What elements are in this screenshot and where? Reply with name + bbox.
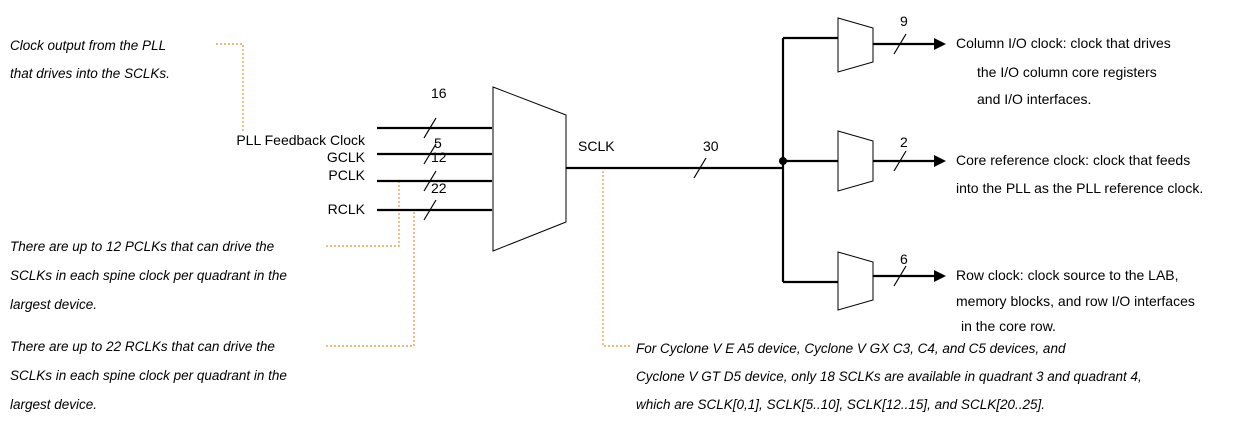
core-width: 2 xyxy=(900,134,908,150)
sclk-label: SCLK xyxy=(578,138,615,154)
note-pclk: There are up to 12 PCLKs that can drive … xyxy=(10,239,287,312)
sclk-multiplexer xyxy=(492,86,567,252)
note-pll-output-line-2: that drives into the SCLKs. xyxy=(10,66,170,81)
sclk-width: 30 xyxy=(703,138,719,154)
input-labels: GCLK PLL Feedback Clock PCLK RCLK xyxy=(236,132,366,217)
leader-sclk xyxy=(602,168,630,347)
note-rclk-line-3: largest device. xyxy=(10,397,97,412)
input-label-pll-feedback: PLL Feedback Clock xyxy=(236,132,366,148)
column-desc-line-3: and I/O interfaces. xyxy=(977,91,1091,107)
note-rclk-line-1: There are up to 22 RCLKs that can drive … xyxy=(10,339,275,354)
note-sclk: For Cyclone V E A5 device, Cyclone V GX … xyxy=(636,341,1142,412)
bus-width-gclk: 16 xyxy=(431,85,447,101)
note-pclk-line-2: SCLKs in each spine clock per quadrant i… xyxy=(10,268,287,283)
core-desc-line-1: Core reference clock: clock that feeds xyxy=(956,152,1190,168)
row-desc-line-1: Row clock: clock source to the LAB, xyxy=(956,267,1179,283)
core-arrowhead xyxy=(934,155,946,167)
output-core-reference: 2 Core reference clock: clock that feeds… xyxy=(783,130,1203,196)
bus-slash-rclk xyxy=(423,199,437,221)
leader-pclk xyxy=(326,182,400,247)
callout-leaders xyxy=(216,43,630,347)
column-width: 9 xyxy=(900,13,908,29)
note-sclk-line-3: which are SCLK[0,1], SCLK[5..10], SCLK[1… xyxy=(636,397,1045,412)
note-rclk-line-2: SCLKs in each spine clock per quadrant i… xyxy=(10,368,287,383)
core-multiplexer xyxy=(837,130,874,192)
leader-pll-feedback xyxy=(216,43,244,133)
bus-width-pclk: 12 xyxy=(431,149,447,165)
column-bus-slash xyxy=(893,33,907,55)
row-desc-line-2: memory blocks, and row I/O interfaces xyxy=(956,293,1195,309)
input-buses: 16 5 12 22 xyxy=(377,85,492,221)
note-pclk-line-3: largest device. xyxy=(10,297,97,312)
sclk-bus: SCLK 30 xyxy=(566,38,787,282)
column-multiplexer xyxy=(837,17,874,73)
input-label-rclk: RCLK xyxy=(328,201,366,217)
note-rclk: There are up to 22 RCLKs that can drive … xyxy=(10,339,287,412)
core-desc-line-2: into the PLL as the PLL reference clock. xyxy=(956,180,1203,196)
bus-width-rclk: 22 xyxy=(431,180,447,196)
core-bus-slash xyxy=(893,150,907,172)
sclk-bus-slash xyxy=(693,157,707,179)
column-arrowhead xyxy=(934,38,946,50)
note-sclk-line-2: Cyclone V GT D5 device, only 18 SCLKs ar… xyxy=(636,369,1142,384)
bus-width-pll-feedback: 5 xyxy=(434,135,442,151)
bus-slash-pll-feedback xyxy=(423,143,437,165)
column-desc-line-1: Column I/O clock: clock that drives xyxy=(956,35,1171,51)
row-multiplexer xyxy=(837,251,874,311)
output-column: 9 Column I/O clock: clock that drives th… xyxy=(783,13,1171,107)
column-desc-line-2: the I/O column core registers xyxy=(977,64,1157,80)
input-label-gclk: GCLK xyxy=(327,149,366,165)
row-width: 6 xyxy=(900,251,908,267)
output-row: 6 Row clock: clock source to the LAB, me… xyxy=(783,251,1195,334)
note-pclk-line-1: There are up to 12 PCLKs that can drive … xyxy=(10,239,274,254)
bus-slash-pclk xyxy=(423,170,437,192)
row-desc-line-3: in the core row. xyxy=(961,318,1056,334)
row-arrowhead xyxy=(934,270,946,282)
note-pll-output-line-1: Clock output from the PLL xyxy=(10,38,166,53)
input-label-pclk: PCLK xyxy=(328,167,365,183)
note-pll-output: Clock output from the PLL that drives in… xyxy=(10,38,170,81)
note-sclk-line-1: For Cyclone V E A5 device, Cyclone V GX … xyxy=(636,341,1066,356)
bus-slash-gclk xyxy=(423,117,437,139)
row-bus-slash xyxy=(893,265,907,287)
leader-rclk xyxy=(326,210,415,347)
